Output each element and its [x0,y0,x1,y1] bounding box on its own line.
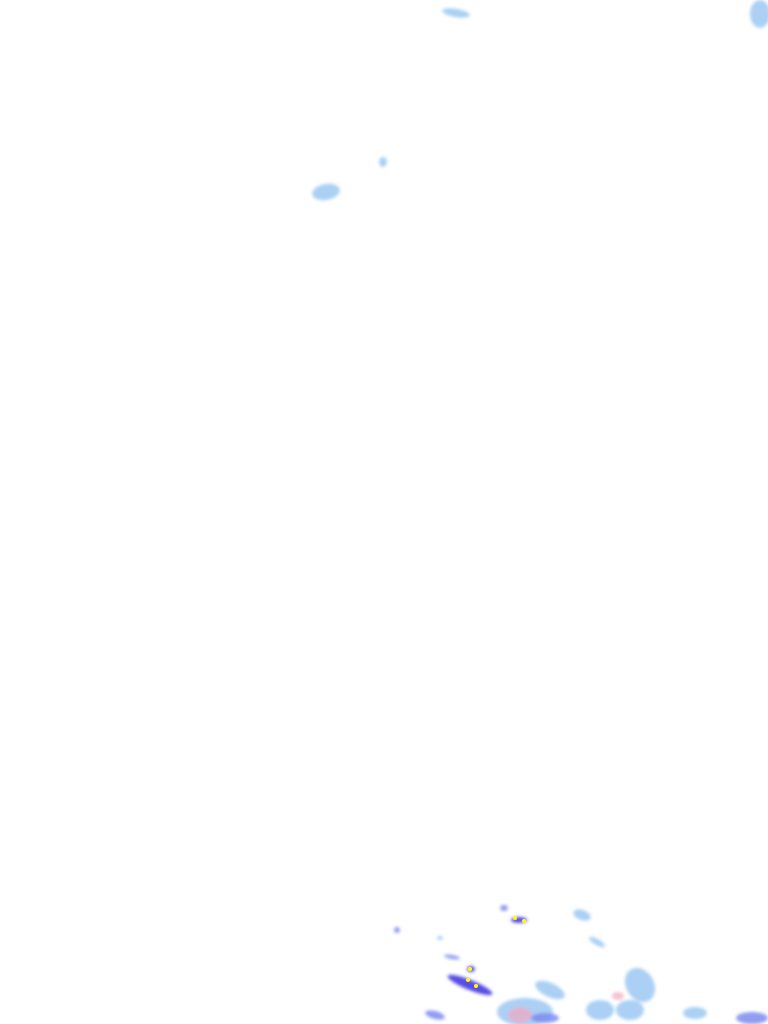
precipitation-echo-light [616,1000,644,1020]
precipitation-echo-heavy [447,974,493,996]
precipitation-echo-light [683,1007,707,1019]
precipitation-echo-medium [425,1010,445,1020]
precipitation-core-intense [474,984,478,988]
precipitation-core-intense [468,967,472,971]
precipitation-echo-medium [736,1012,768,1024]
precipitation-echo-light [312,183,340,201]
precipitation-echo-light [437,936,443,940]
precipitation-echo-medium [531,1013,559,1023]
precipitation-echo-light [750,0,768,28]
precipitation-echo-light [379,157,387,167]
precipitation-core-intense [513,916,517,920]
precipitation-echo-mixed [508,1007,532,1023]
precipitation-echo-light [535,980,565,1000]
precipitation-echo-light [586,1000,614,1020]
precipitation-core-intense [466,978,470,982]
precipitation-echo-medium [500,905,508,911]
precipitation-core-intense [522,919,526,923]
precipitation-echo-light [573,909,591,921]
precipitation-echo-light [589,936,605,948]
precipitation-echo-mixed [612,992,624,1000]
precipitation-echo-light [624,967,656,1003]
precipitation-echo-medium [444,954,460,960]
precipitation-echo-light [442,8,470,18]
precipitation-echo-medium [394,927,400,933]
